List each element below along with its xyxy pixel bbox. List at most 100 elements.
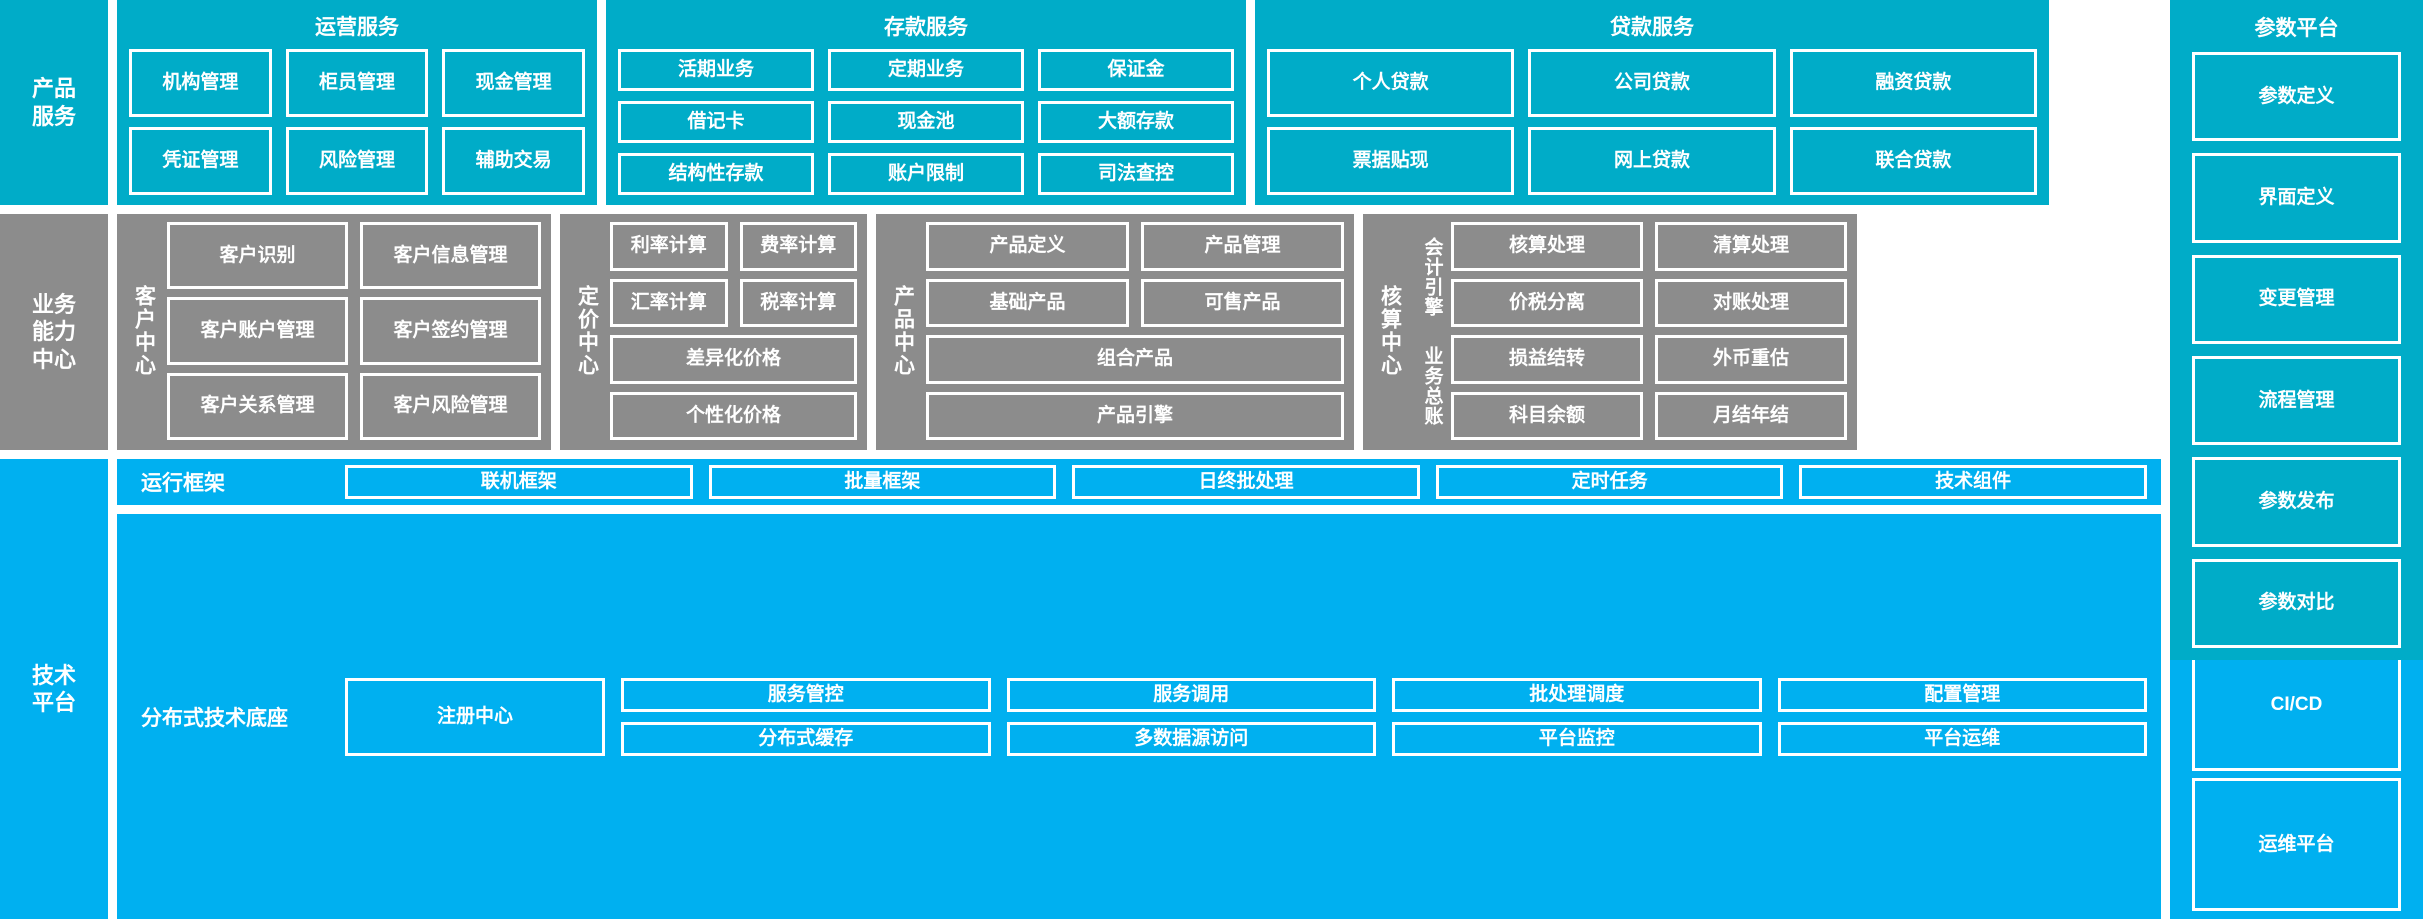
tech-item-registry-center[interactable]: 注册中心	[345, 677, 605, 756]
service-item-bill-discount[interactable]: 票据贴现	[1267, 127, 1515, 195]
capability-item-account-balance[interactable]: 科目余额	[1451, 391, 1643, 440]
param-item-change-mgmt[interactable]: 变更管理	[2192, 254, 2401, 344]
sub-label-business-ledger: 业务总账	[1421, 345, 1443, 426]
service-item-risk-management[interactable]: 风险管理	[285, 127, 429, 195]
tech-item-service-invocation[interactable]: 服务调用	[1006, 677, 1376, 712]
capability-item-fx-revaluation[interactable]: 外币重估	[1655, 335, 1847, 384]
group-loan-services: 贷款服务 个人贷款 公司贷款 融资贷款 票据贴现 网上贷款 联合贷款	[1255, 0, 2049, 205]
capability-item-sellable-product[interactable]: 可售产品	[1141, 278, 1344, 327]
tech-item-service-governance[interactable]: 服务管控	[621, 677, 991, 712]
loan-services-grid: 个人贷款 公司贷款 融资贷款 票据贴现 网上贷款 联合贷款	[1267, 49, 2037, 195]
service-item-teller-management[interactable]: 柜员管理	[285, 49, 429, 117]
center-product: 产品中心 产品定义 产品管理 基础产品 可售产品 组合产品 产品引擎	[876, 214, 1354, 450]
param-item-compare[interactable]: 参数对比	[2192, 558, 2401, 648]
capability-item-tax-rate-calc[interactable]: 税率计算	[739, 278, 857, 327]
service-item-account-restriction[interactable]: 账户限制	[828, 153, 1024, 195]
service-item-personal-loan[interactable]: 个人贷款	[1267, 49, 1515, 117]
tech-item-tech-components[interactable]: 技术组件	[1799, 465, 2147, 499]
capability-item-customer-identify[interactable]: 客户识别	[167, 222, 348, 290]
capability-item-product-engine[interactable]: 产品引擎	[926, 391, 1344, 440]
tech-item-batch-scheduling[interactable]: 批处理调度	[1392, 677, 1762, 712]
param-item-publish[interactable]: 参数发布	[2192, 457, 2401, 547]
service-item-structured-deposit[interactable]: 结构性存款	[618, 153, 814, 195]
capability-item-month-year-close[interactable]: 月结年结	[1655, 391, 1847, 440]
registry-center-wrapper: 注册中心	[345, 677, 605, 756]
group-title-loan-services: 贷款服务	[1610, 16, 1694, 39]
distributed-foundation-items: 注册中心 服务管控 分布式缓存 服务调用 多数据源访问 批处理调度 平台监控	[345, 670, 2147, 764]
capability-item-composite-product[interactable]: 组合产品	[926, 335, 1344, 384]
capability-item-customer-risk-mgmt[interactable]: 客户风险管理	[360, 372, 541, 440]
band-runtime-framework: 运行框架 联机框架 批量框架 日终批处理 定时任务 技术组件	[117, 459, 2161, 505]
service-item-cash-pool[interactable]: 现金池	[828, 101, 1024, 143]
service-item-online-loan[interactable]: 网上贷款	[1528, 127, 1776, 195]
capability-item-price-tax-separation[interactable]: 价税分离	[1451, 278, 1643, 327]
service-item-syndicated-loan[interactable]: 联合贷款	[1789, 127, 2037, 195]
param-item-process-mgmt[interactable]: 流程管理	[2192, 355, 2401, 446]
service-item-demand-deposit[interactable]: 活期业务	[618, 49, 814, 91]
technology-bands: 运行框架 联机框架 批量框架 日终批处理 定时任务 技术组件 分布式技术底座 注…	[117, 459, 2161, 919]
band-label-product-services: 产品 服务	[0, 0, 108, 205]
foundation-column-1: 服务管控 分布式缓存	[621, 677, 991, 756]
service-item-voucher-management[interactable]: 凭证管理	[129, 127, 272, 195]
runtime-framework-items: 联机框架 批量框架 日终批处理 定时任务 技术组件	[345, 465, 2147, 499]
capability-item-customer-relation-mgmt[interactable]: 客户关系管理	[167, 372, 348, 440]
tech-item-batch-framework[interactable]: 批量框架	[708, 465, 1057, 499]
parameter-platform-items: 参数定义 界面定义 变更管理 流程管理 参数发布 参数对比	[2192, 52, 2401, 648]
capability-item-pl-carryover[interactable]: 损益结转	[1451, 335, 1643, 384]
param-item-definition[interactable]: 参数定义	[2192, 52, 2401, 142]
band-label-technology-platform: 技术 平台	[0, 459, 108, 919]
capability-item-customer-contract-mgmt[interactable]: 客户签约管理	[360, 297, 541, 365]
service-item-judicial-control[interactable]: 司法查控	[1038, 153, 1234, 195]
tech-item-online-framework[interactable]: 联机框架	[345, 465, 693, 499]
accounting-sub-labels: 会计引擎 业务总账	[1411, 222, 1451, 440]
capability-item-base-product[interactable]: 基础产品	[926, 278, 1129, 327]
service-item-org-management[interactable]: 机构管理	[129, 49, 272, 117]
group-title-deposit-services: 存款服务	[884, 16, 968, 39]
service-item-time-deposit[interactable]: 定期业务	[828, 49, 1024, 91]
capability-item-reconciliation[interactable]: 对账处理	[1655, 278, 1847, 327]
tech-item-scheduled-task[interactable]: 定时任务	[1435, 465, 1784, 499]
param-item-ui-definition[interactable]: 界面定义	[2192, 153, 2401, 243]
capability-item-differential-price[interactable]: 差异化价格	[610, 335, 857, 384]
param-column-spacer-bottom	[1866, 214, 2119, 450]
foundation-column-2: 服务调用 多数据源访问	[1006, 677, 1376, 756]
tech-item-config-management[interactable]: 配置管理	[1777, 677, 2147, 712]
capability-item-product-management[interactable]: 产品管理	[1141, 222, 1344, 271]
tech-item-distributed-cache[interactable]: 分布式缓存	[621, 721, 991, 756]
service-item-large-deposit[interactable]: 大额存款	[1038, 101, 1234, 143]
accounting-center-grid: 核算处理 清算处理 价税分离 对账处理 损益结转 外币重估 科目余额 月结年结	[1451, 222, 1847, 440]
product-center-grid: 产品定义 产品管理 基础产品 可售产品 组合产品 产品引擎	[924, 222, 1344, 440]
service-item-corporate-loan[interactable]: 公司贷款	[1528, 49, 1776, 117]
service-item-debit-card[interactable]: 借记卡	[618, 101, 814, 143]
capability-item-fee-rate-calc[interactable]: 费率计算	[739, 222, 857, 271]
capability-item-customer-account-mgmt[interactable]: 客户账户管理	[167, 297, 348, 365]
service-item-auxiliary-trade[interactable]: 辅助交易	[442, 127, 585, 195]
tech-item-platform-monitor[interactable]: 平台监控	[1392, 721, 1762, 756]
tech-item-multi-datasource[interactable]: 多数据源访问	[1006, 721, 1376, 756]
product-services-groups: 运营服务 机构管理 柜员管理 现金管理 凭证管理 风险管理 辅助交易 存款服务 …	[117, 0, 2423, 205]
capability-item-personalized-price[interactable]: 个性化价格	[610, 391, 857, 440]
pricing-center-grid: 利率计算 费率计算 汇率计算 税率计算 差异化价格 个性化价格	[608, 222, 857, 440]
service-item-margin-deposit[interactable]: 保证金	[1038, 49, 1234, 91]
center-customer: 客户中心 客户识别 客户信息管理 客户账户管理 客户签约管理 客户关系管理 客户…	[117, 214, 551, 450]
capability-item-accounting-process[interactable]: 核算处理	[1451, 222, 1643, 271]
accounting-center-body: 会计引擎 业务总账 核算处理 清算处理 价税分离 对账处理 损益结转 外币重估 …	[1411, 222, 1847, 440]
capability-item-customer-info-mgmt[interactable]: 客户信息管理	[360, 222, 541, 290]
band-label-business-capability: 业务 能力 中心	[0, 214, 108, 450]
tech-item-eod-batch[interactable]: 日终批处理	[1072, 465, 1420, 499]
service-item-cash-management[interactable]: 现金管理	[442, 49, 585, 117]
row-technology-platform: 技术 平台 运行框架 联机框架 批量框架 日终批处理 定时任务 技术组件 分布式…	[0, 459, 2423, 919]
service-item-financing-loan[interactable]: 融资贷款	[1789, 49, 2037, 117]
row-business-capability: 业务 能力 中心 客户中心 客户识别 客户信息管理 客户账户管理 客户签约管理 …	[0, 214, 2423, 450]
foundation-column-3: 批处理调度 平台监控	[1392, 677, 1762, 756]
capability-item-settlement-process[interactable]: 清算处理	[1655, 222, 1847, 271]
capability-item-fx-rate-calc[interactable]: 汇率计算	[610, 278, 728, 327]
deposit-services-grid: 活期业务 定期业务 保证金 借记卡 现金池 大额存款 结构性存款 账户限制 司法…	[618, 49, 1234, 195]
devops-item-ops-platform[interactable]: 运维平台	[2192, 778, 2401, 911]
tech-item-platform-ops[interactable]: 平台运维	[1777, 721, 2147, 756]
sub-label-accounting-engine: 会计引擎	[1421, 236, 1443, 317]
capability-item-interest-rate-calc[interactable]: 利率计算	[610, 222, 728, 271]
customer-center-grid: 客户识别 客户信息管理 客户账户管理 客户签约管理 客户关系管理 客户风险管理	[165, 222, 541, 440]
capability-item-product-definition[interactable]: 产品定义	[926, 222, 1129, 271]
